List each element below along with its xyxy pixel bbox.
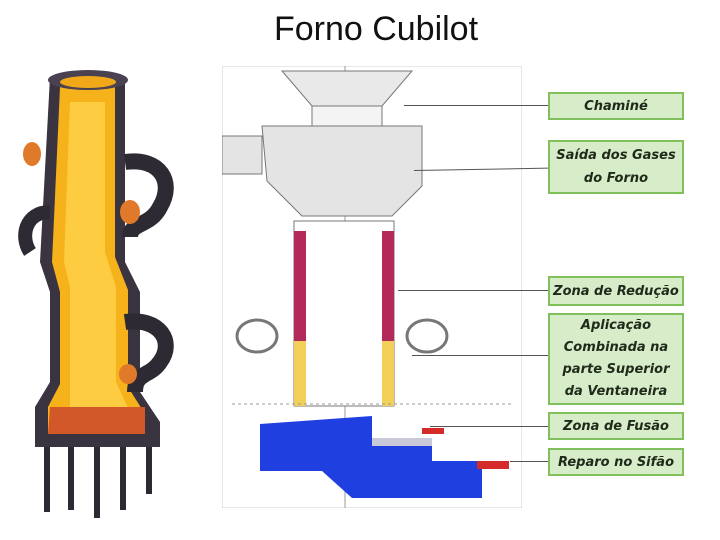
label-fusion-zone: Zona de Fusão <box>548 412 684 440</box>
label-chimney: Chaminé <box>548 92 684 120</box>
leader-line-reduction <box>398 290 548 291</box>
label-siphon-repair: Reparo no Sifão <box>548 448 684 476</box>
label-fusion-zone-text: Zona de Fusão <box>563 418 669 434</box>
label-application-text: Aplicação Combinada na parte Superior da… <box>562 318 670 399</box>
label-gas-outlet-text: Saída dos Gases do Forno <box>556 148 676 186</box>
label-reduction-zone-text: Zona de Redução <box>553 283 679 299</box>
page-title: Forno Cubilot <box>273 10 479 48</box>
cupola-cutaway-illustration <box>18 70 174 518</box>
label-chimney-text: Chaminé <box>584 98 648 114</box>
label-application: Aplicação Combinada na parte Superior da… <box>548 313 684 405</box>
leader-line-siphon <box>510 461 548 462</box>
leader-line-application <box>412 355 548 356</box>
cupola-section-diagram <box>222 66 522 508</box>
leader-line-fusion <box>430 426 548 427</box>
label-siphon-repair-text: Reparo no Sifão <box>557 454 675 470</box>
leader-line-chimney <box>404 105 548 106</box>
label-gas-outlet: Saída dos Gases do Forno <box>548 140 684 194</box>
label-reduction-zone: Zona de Redução <box>548 276 684 306</box>
